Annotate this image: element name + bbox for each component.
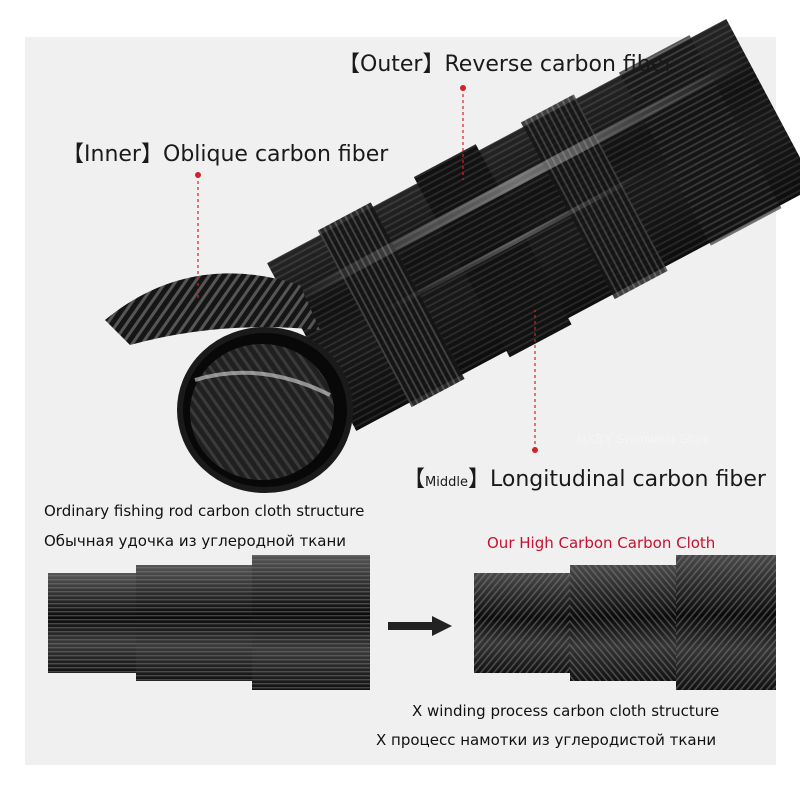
right-arrow-icon [388, 616, 452, 636]
x-winding-caption-ru: X процесс намотки из углеродистой ткани [376, 731, 717, 749]
watermark: HXBY Swimwear Store [577, 431, 711, 446]
label-middle-text: Longitudinal carbon fiber [489, 467, 766, 492]
x-winding-rod-image [474, 555, 776, 690]
ordinary-caption-ru: Обычная удочка из углеродной ткани [44, 532, 347, 550]
label-inner-text: Oblique carbon fiber [163, 142, 389, 167]
label-outer-tag: Outer [360, 52, 423, 77]
label-middle-tag: Middle [425, 475, 468, 490]
label-outer: 【Outer】Reverse carbon fiber [338, 52, 674, 77]
ours-title: Our High Carbon Carbon Cloth [487, 534, 716, 552]
label-inner: 【Inner】Oblique carbon fiber [62, 142, 389, 167]
x-winding-caption-en: X winding process carbon cloth structure [412, 702, 720, 720]
ordinary-caption-en: Ordinary fishing rod carbon cloth struct… [44, 502, 365, 520]
label-inner-tag: Inner [84, 142, 141, 167]
label-middle: 【Middle】Longitudinal carbon fiber [403, 467, 766, 492]
ordinary-rod-image [48, 555, 370, 690]
label-outer-text: Reverse carbon fiber [444, 52, 674, 77]
